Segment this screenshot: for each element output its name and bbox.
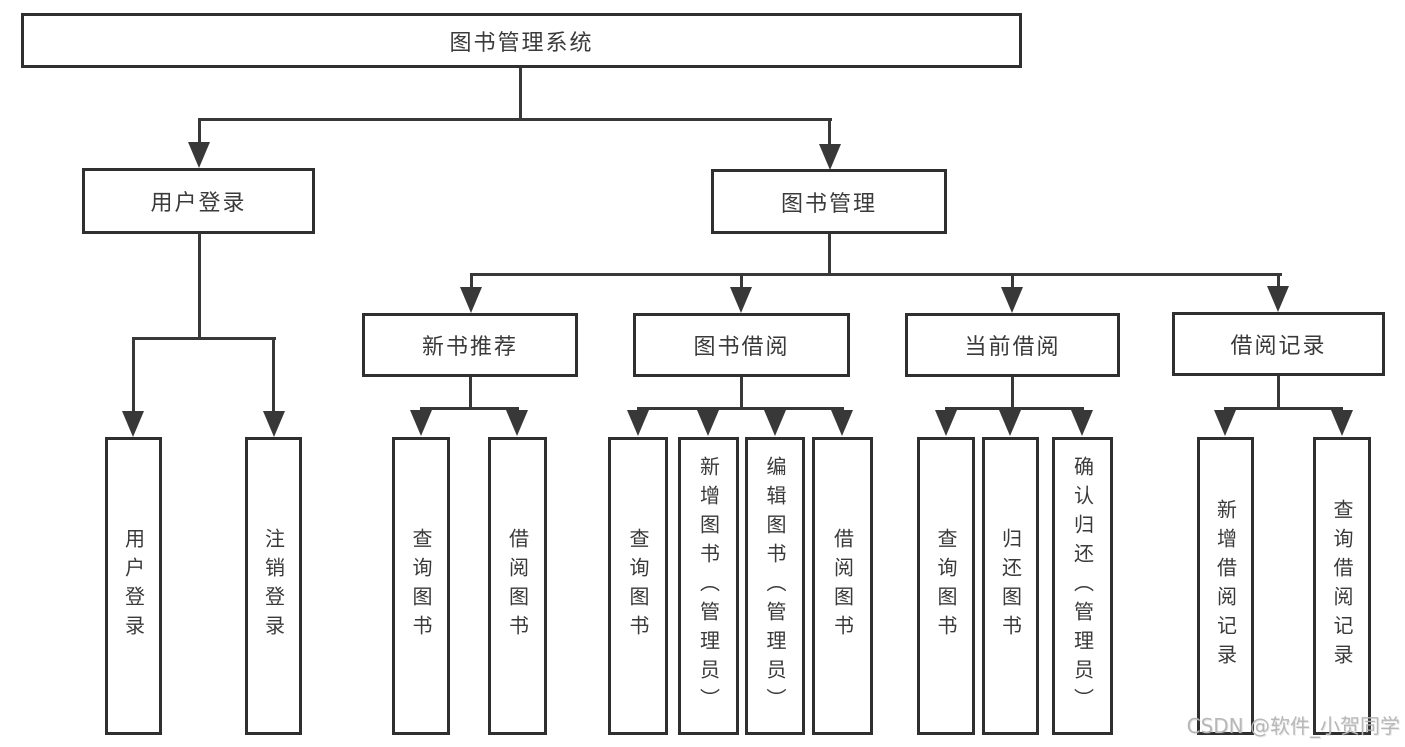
leaf-label: 用户登录 xyxy=(121,528,146,644)
connector-stem xyxy=(1011,377,1014,407)
leaf-confirm-return-admin: 确认归还（管理员） xyxy=(1052,437,1113,735)
arrow-down-icon xyxy=(410,410,432,436)
arrow-down-icon xyxy=(1071,410,1093,436)
leaf-query-books: 查询图书 xyxy=(608,437,668,735)
leaf-add-book-admin: 新增图书（管理员） xyxy=(678,437,739,735)
node-book-borrowing: 图书借阅 xyxy=(633,313,850,377)
connector-rail xyxy=(132,337,276,340)
leaf-query-books: 查询图书 xyxy=(917,437,975,735)
leaf-borrow-books: 借阅图书 xyxy=(812,437,873,735)
node-borrowing-records: 借阅记录 xyxy=(1172,312,1385,376)
arrow-down-icon xyxy=(730,287,752,313)
connector-drop xyxy=(740,273,743,287)
connector-drop xyxy=(198,118,201,142)
arrow-down-icon xyxy=(1001,287,1023,313)
node-label: 当前借阅 xyxy=(964,335,1061,360)
arrow-down-icon xyxy=(999,410,1021,436)
arrow-down-icon xyxy=(764,410,786,436)
connector-root-stem xyxy=(519,68,522,118)
arrow-down-icon xyxy=(831,410,853,436)
connector-stem xyxy=(469,377,472,407)
connector-drop xyxy=(1011,273,1014,287)
connector-drop xyxy=(272,337,275,411)
node-label: 用户登录 xyxy=(150,191,247,216)
connector-drop xyxy=(132,337,135,411)
connector-rail xyxy=(1224,407,1343,410)
node-label: 图书管理系统 xyxy=(449,30,594,56)
leaf-label: 查询图书 xyxy=(934,528,958,644)
leaf-label: 归还图书 xyxy=(998,528,1023,644)
connector-stem xyxy=(828,234,831,273)
leaf-label: 编辑图书（管理员） xyxy=(763,455,787,717)
leaf-user-login: 用户登录 xyxy=(105,437,162,735)
arrow-down-icon xyxy=(1214,410,1236,436)
leaf-label: 注销登录 xyxy=(261,528,286,644)
node-label: 借阅记录 xyxy=(1230,334,1327,359)
leaf-query-books: 查询图书 xyxy=(392,437,450,735)
connector-rail xyxy=(470,273,1282,276)
arrow-down-icon xyxy=(188,142,210,168)
arrow-down-icon xyxy=(122,411,144,437)
node-new-book-recommendation: 新书推荐 xyxy=(362,313,578,377)
connector-stem xyxy=(198,233,201,337)
leaf-label: 查询图书 xyxy=(626,528,650,644)
connector-root-rail xyxy=(198,118,832,121)
leaf-label: 借阅图书 xyxy=(505,528,530,644)
leaf-edit-book-admin: 编辑图书（管理员） xyxy=(745,437,805,735)
connector-drop xyxy=(1277,273,1280,287)
leaf-label: 查询图书 xyxy=(409,528,433,644)
leaf-label: 借阅图书 xyxy=(830,528,855,644)
arrow-down-icon xyxy=(1267,286,1289,312)
leaf-label: 新增借阅记录 xyxy=(1213,499,1238,673)
node-user-login: 用户登录 xyxy=(82,168,315,234)
arrow-down-icon xyxy=(935,410,957,436)
connector-stem xyxy=(1277,376,1280,407)
node-label: 图书借阅 xyxy=(693,335,790,360)
connector-rail xyxy=(637,407,844,410)
leaf-add-borrow-record: 新增借阅记录 xyxy=(1197,437,1254,735)
arrow-down-icon xyxy=(1331,410,1353,436)
connector-drop xyxy=(470,273,473,287)
arrow-down-icon xyxy=(263,411,285,437)
leaf-query-borrow-record: 查询借阅记录 xyxy=(1313,437,1371,735)
arrow-down-icon xyxy=(819,144,841,170)
leaf-logout: 注销登录 xyxy=(245,437,302,735)
leaf-label: 新增图书（管理员） xyxy=(696,455,721,717)
node-label: 图书管理 xyxy=(780,191,877,217)
arrow-down-icon xyxy=(697,410,719,436)
connector-drop xyxy=(828,118,831,144)
node-book-management: 图书管理 xyxy=(711,169,947,234)
node-label: 新书推荐 xyxy=(421,335,518,360)
leaf-label: 确认归还（管理员） xyxy=(1070,455,1095,717)
leaf-borrow-books: 借阅图书 xyxy=(488,437,547,735)
connector-rail xyxy=(420,407,519,410)
connector-rail xyxy=(945,407,1084,410)
node-current-borrowing: 当前借阅 xyxy=(905,313,1120,377)
arrow-down-icon xyxy=(627,410,649,436)
connector-stem xyxy=(740,377,743,407)
arrow-down-icon xyxy=(460,287,482,313)
leaf-label: 查询借阅记录 xyxy=(1330,499,1354,673)
leaf-return-books: 归还图书 xyxy=(982,437,1039,735)
node-root-library-management-system: 图书管理系统 xyxy=(21,13,1022,68)
arrow-down-icon xyxy=(506,410,528,436)
